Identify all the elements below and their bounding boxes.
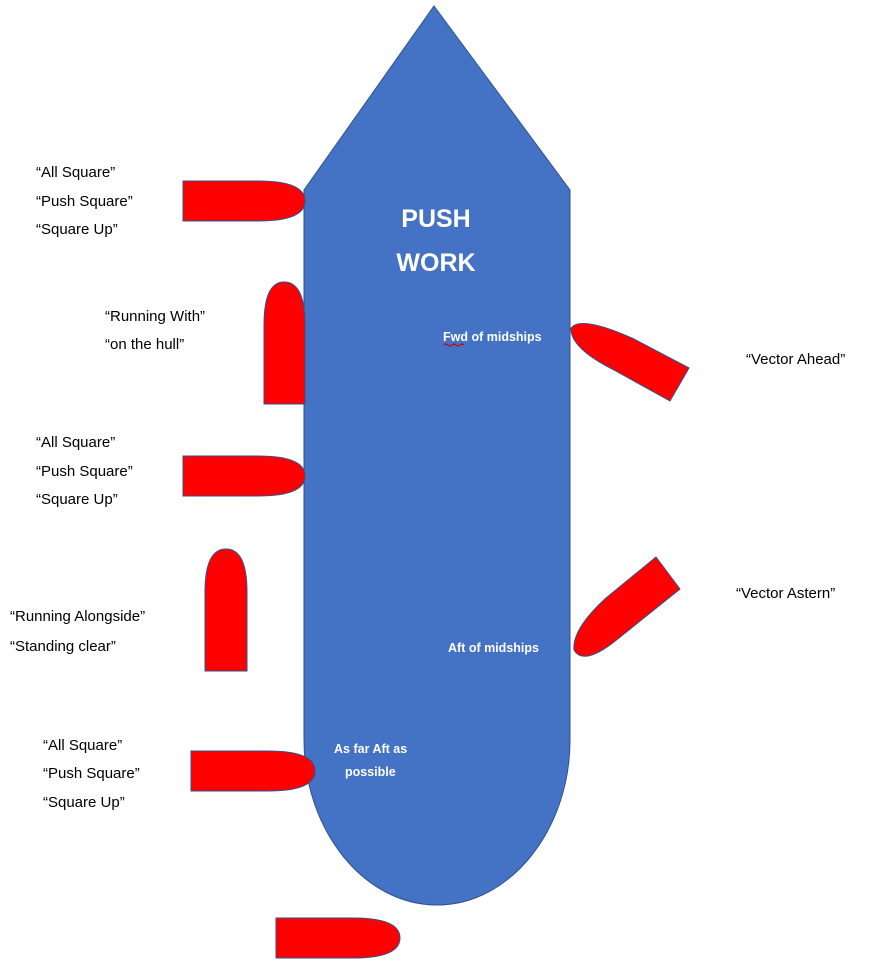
square-mid-label-2: “Push Square” bbox=[36, 463, 133, 480]
aft-of-midships-label: Aft of midships bbox=[448, 641, 539, 655]
running-with-label-1: “Running With” bbox=[105, 308, 205, 325]
as-far-aft-label-line-2: possible bbox=[345, 765, 396, 779]
square-top-label-3: “Square Up” bbox=[36, 221, 118, 238]
as-far-aft-label-line-1: As far Aft as bbox=[334, 742, 407, 756]
tug-vector-astern bbox=[573, 556, 681, 657]
square-aft-label-2: “Push Square” bbox=[43, 765, 140, 782]
square-aft-label-3: “Square Up” bbox=[43, 794, 125, 811]
fwd-rest: of midships bbox=[468, 330, 542, 344]
square-top-label-1: “All Square” bbox=[36, 164, 115, 181]
tug-square-mid bbox=[182, 455, 306, 497]
tug-square-top bbox=[182, 180, 306, 222]
spellcheck-underline bbox=[443, 343, 465, 347]
ship-title-line-1: PUSH bbox=[401, 205, 470, 233]
fwd-word: Fwd bbox=[443, 330, 468, 344]
running-alongside-label-2: “Standing clear” bbox=[10, 638, 116, 655]
fwd-of-midships-label: Fwd of midships bbox=[443, 330, 542, 344]
square-aft-label-1: “All Square” bbox=[43, 737, 122, 754]
square-top-label-2: “Push Square” bbox=[36, 193, 133, 210]
tug-stern bbox=[275, 917, 401, 959]
running-alongside-label-1: “Running Alongside” bbox=[10, 608, 145, 625]
tug-vector-ahead bbox=[570, 322, 690, 402]
vector-astern-label: “Vector Astern” bbox=[736, 585, 835, 602]
square-mid-label-3: “Square Up” bbox=[36, 491, 118, 508]
square-mid-label-1: “All Square” bbox=[36, 434, 115, 451]
ship-hull bbox=[303, 5, 571, 906]
vector-ahead-label: “Vector Ahead” bbox=[746, 351, 845, 368]
running-with-label-2: “on the hull” bbox=[105, 336, 184, 353]
ship-title-line-2: WORK bbox=[396, 249, 475, 277]
tug-running-alongside bbox=[204, 548, 248, 672]
tug-running-with bbox=[263, 281, 306, 405]
tug-square-aft bbox=[190, 750, 316, 792]
